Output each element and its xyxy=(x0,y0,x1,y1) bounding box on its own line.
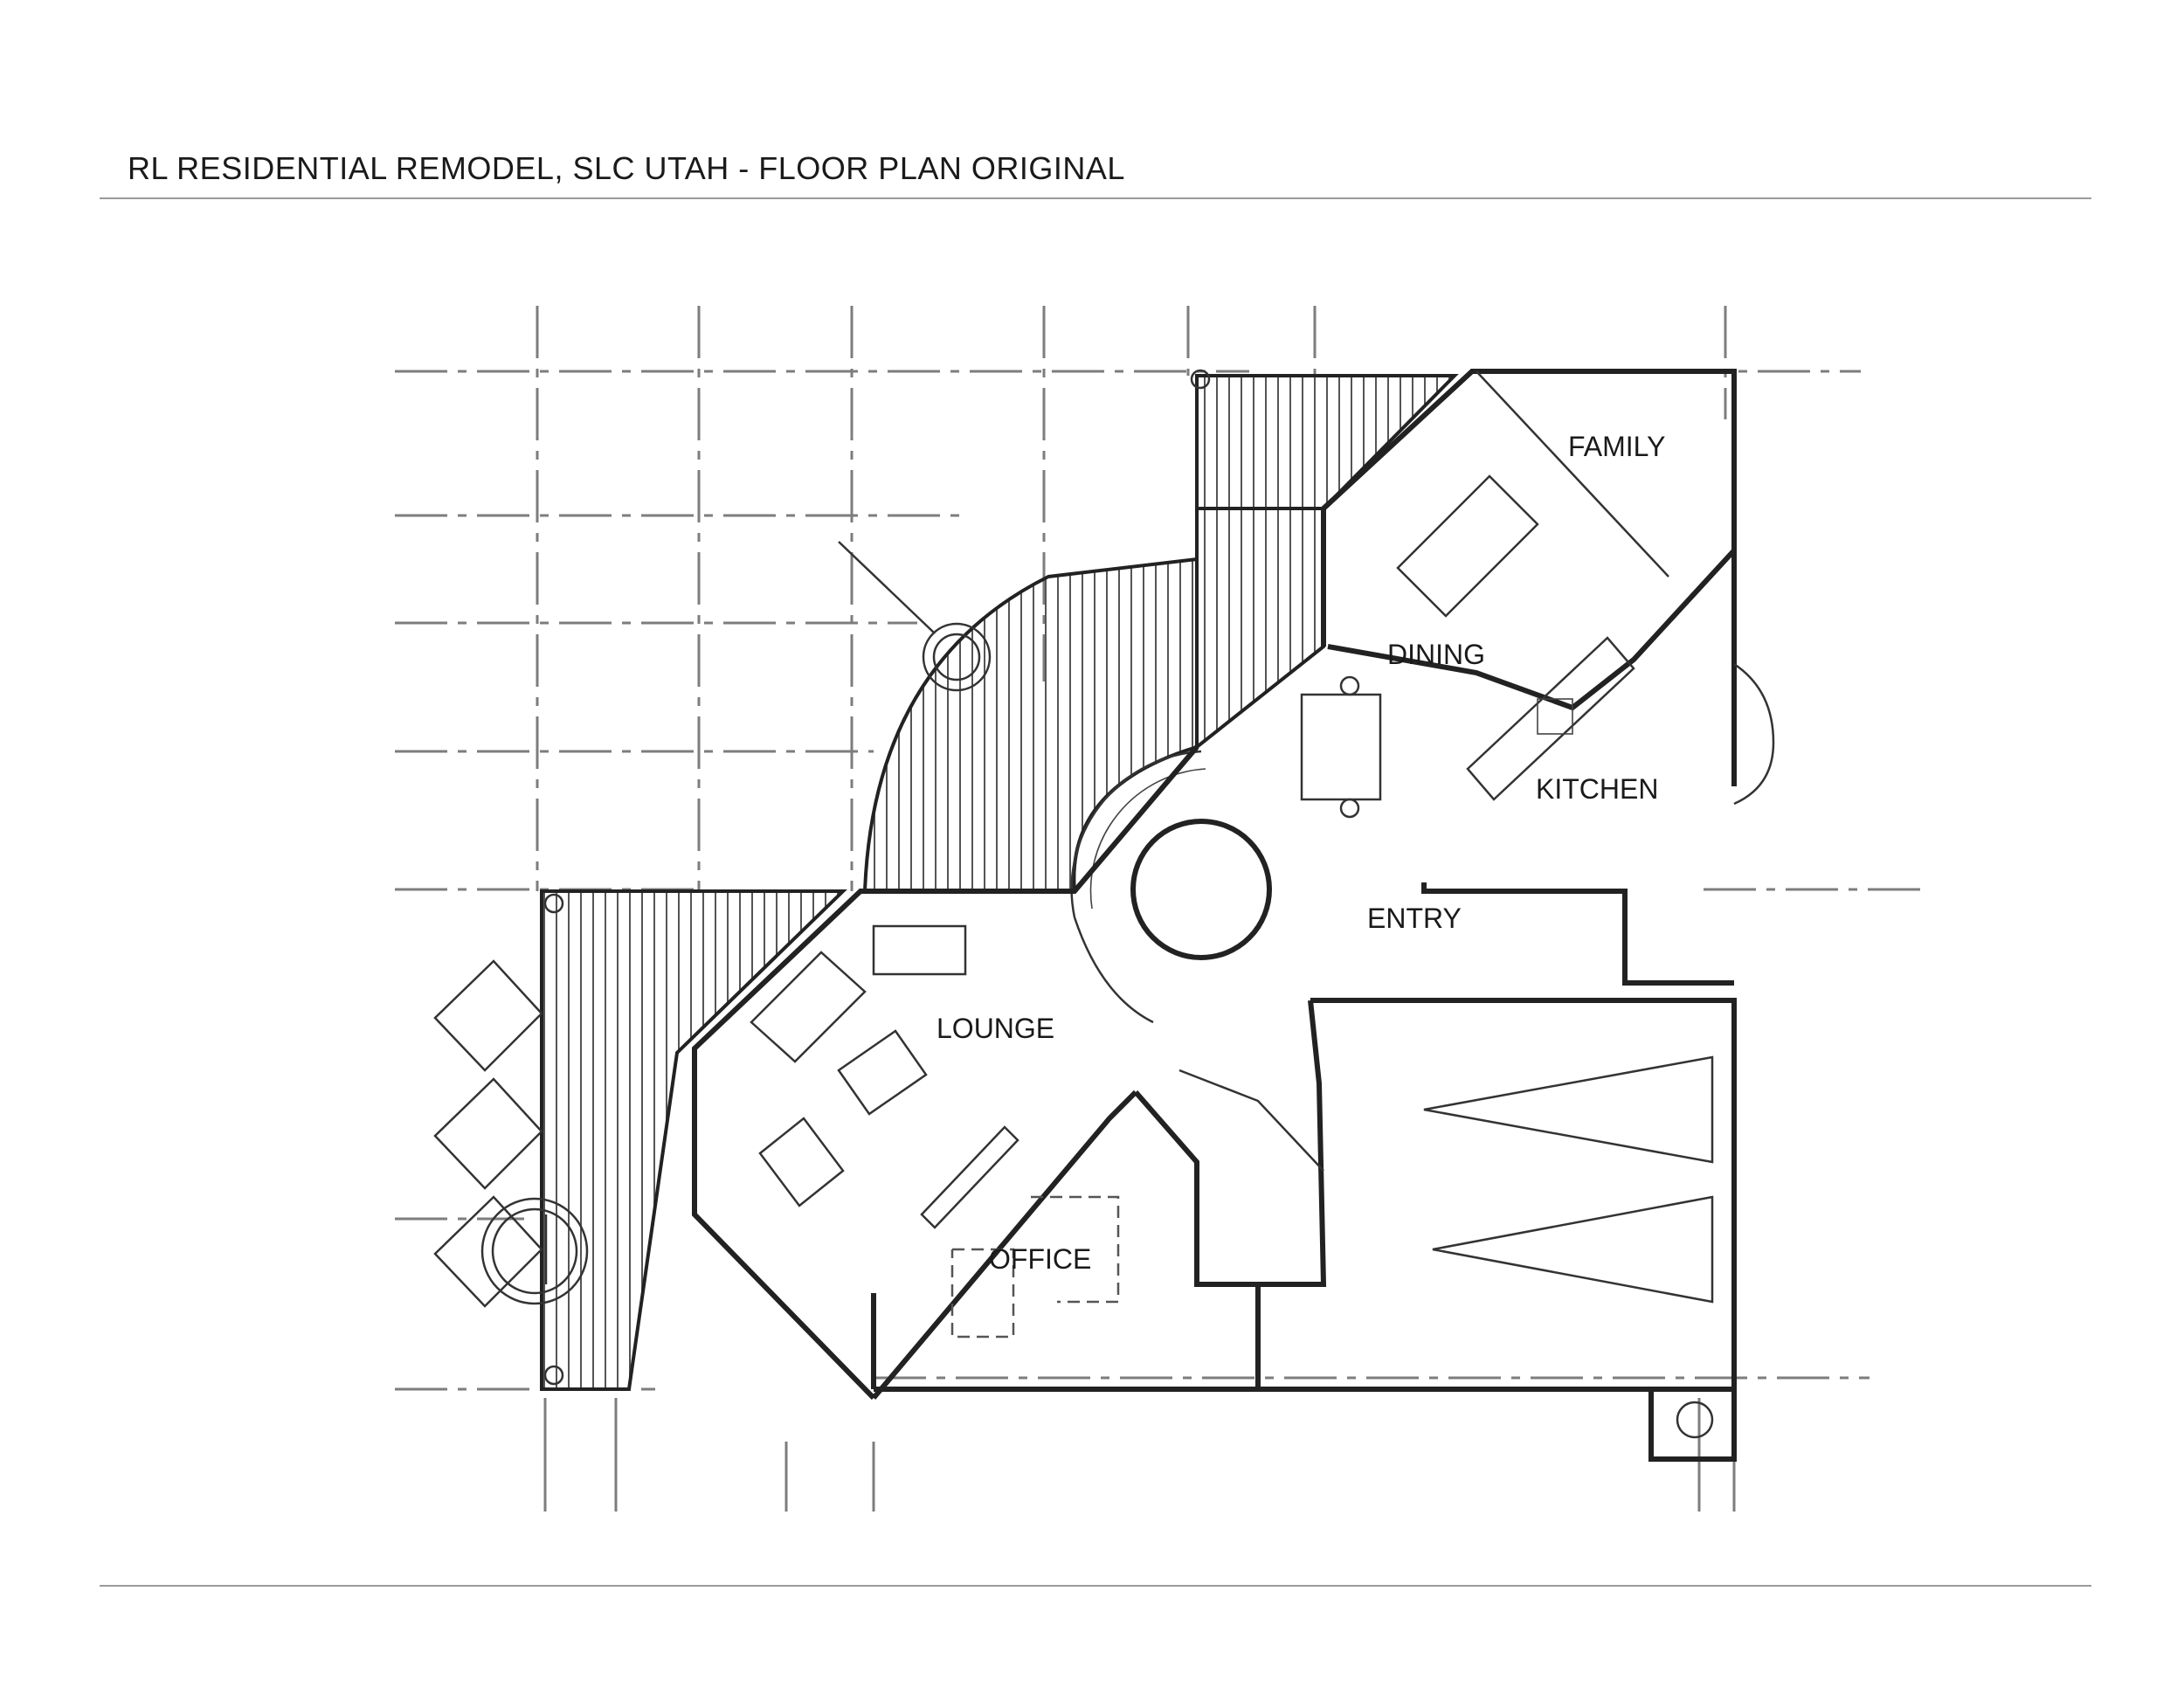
garage-vehicles xyxy=(1423,1055,1714,1304)
office-desk xyxy=(950,1195,1120,1339)
left-deck xyxy=(433,889,847,1391)
room-label-kitchen: KITCHEN xyxy=(1536,773,1658,805)
header-divider xyxy=(100,197,2091,199)
room-label-dining: DINING xyxy=(1387,639,1485,670)
lounge-furniture xyxy=(750,924,1019,1229)
spiral-stair xyxy=(1070,750,1272,1024)
room-label-lounge: LOUNGE xyxy=(936,1013,1054,1044)
room-label-family: FAMILY xyxy=(1568,431,1665,462)
footer-divider xyxy=(100,1585,2091,1587)
reference-grid xyxy=(395,306,1922,1512)
kitchen-island xyxy=(1466,636,1635,801)
curved-deck xyxy=(838,541,1199,893)
room-label-entry: ENTRY xyxy=(1367,903,1462,934)
dining-furniture xyxy=(1300,474,1539,819)
page-title: RL RESIDENTIAL REMODEL, SLC UTAH - FLOOR… xyxy=(128,150,1125,186)
room-label-office: OFFICE xyxy=(989,1243,1091,1275)
